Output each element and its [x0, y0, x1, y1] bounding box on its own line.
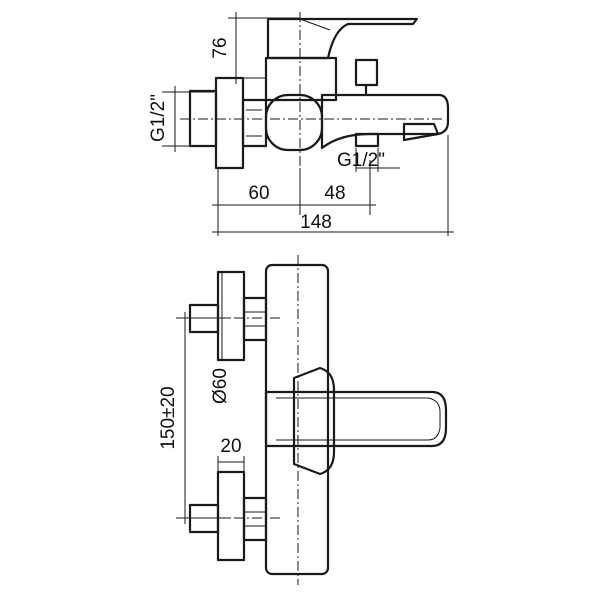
spout-inner-edge [276, 397, 441, 441]
lower-nut [242, 496, 268, 542]
wall-flange [214, 76, 245, 170]
handle-base [292, 366, 336, 476]
dim-48-label: 48 [324, 183, 345, 204]
connector-nut [241, 98, 268, 148]
flange-diameter-label: Ø60 [210, 368, 231, 404]
inlet-dim-label: 20 [220, 436, 241, 457]
center-distance-label: 150±20 [158, 386, 179, 449]
side-view: 76 G1/2" G1/2" [148, 12, 454, 236]
front-view: 150±20 Ø60 20 [158, 255, 448, 585]
lower-wall-flange [216, 470, 246, 562]
upper-nut [242, 296, 268, 342]
outlet-thread-label: G1/2" [337, 150, 385, 171]
mixer-body [264, 263, 330, 576]
inlet-thread-label: G1/2" [148, 94, 169, 142]
valve-body-upper [264, 56, 338, 102]
lever-handle [266, 17, 419, 60]
spout [320, 93, 450, 150]
dim-148-label: 148 [300, 212, 332, 233]
diverter-knob [354, 58, 379, 87]
aerator [402, 122, 440, 142]
dim-60-label: 60 [248, 183, 269, 204]
handle-detail [299, 18, 331, 31]
spout-front [264, 390, 448, 448]
dim-76-label: 76 [210, 37, 231, 58]
shower-outlet [354, 132, 380, 148]
valve-body-round [264, 93, 324, 152]
